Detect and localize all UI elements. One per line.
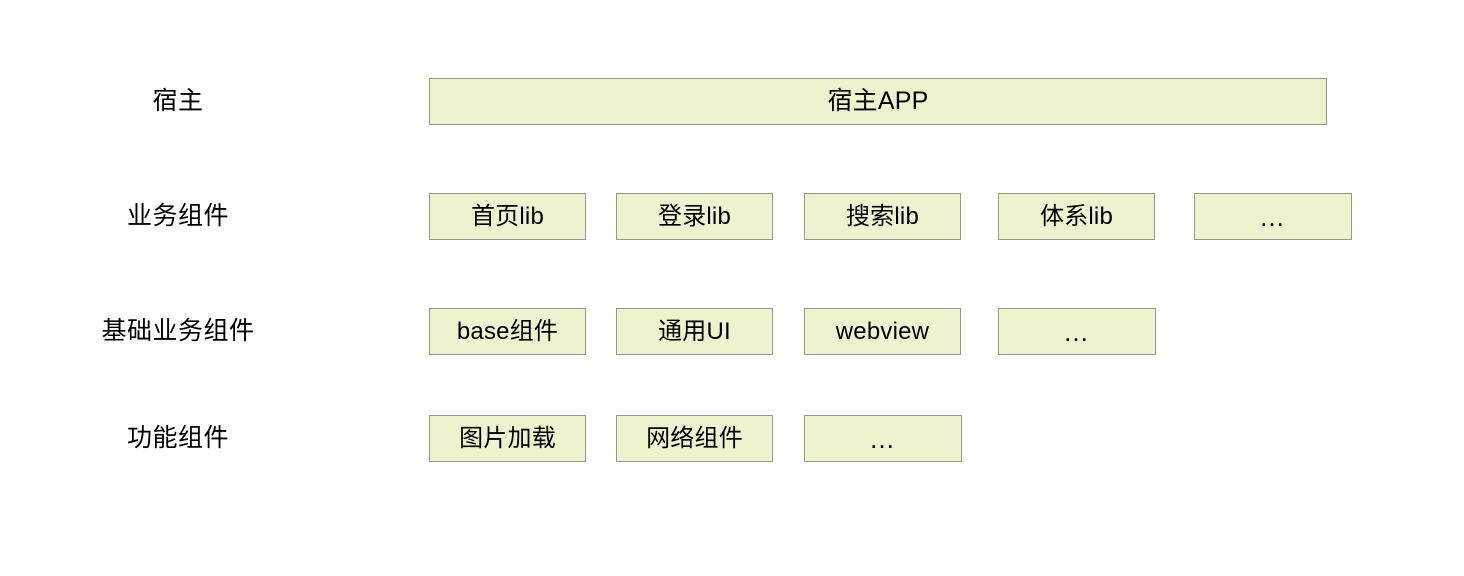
node-home-lib: 首页lib: [429, 193, 586, 240]
node-network-component: 网络组件: [616, 415, 773, 462]
node-system-lib: 体系lib: [998, 193, 1155, 240]
tier-label-base-business-components: 基础业务组件: [101, 317, 255, 345]
node-base-component: base组件: [429, 308, 586, 355]
tier-label-host: 宿主: [152, 87, 204, 115]
tier-label-business-components: 业务组件: [126, 202, 229, 230]
node-function-more: …: [804, 415, 962, 462]
node-business-more: …: [1194, 193, 1352, 240]
node-image-loading: 图片加载: [429, 415, 586, 462]
node-common-ui: 通用UI: [616, 308, 773, 355]
tier-label-function-components: 功能组件: [126, 424, 229, 452]
node-search-lib: 搜索lib: [804, 193, 961, 240]
node-login-lib: 登录lib: [616, 193, 773, 240]
node-host-app: 宿主APP: [429, 78, 1327, 125]
node-webview: webview: [804, 308, 961, 355]
node-base-more: …: [998, 308, 1156, 355]
